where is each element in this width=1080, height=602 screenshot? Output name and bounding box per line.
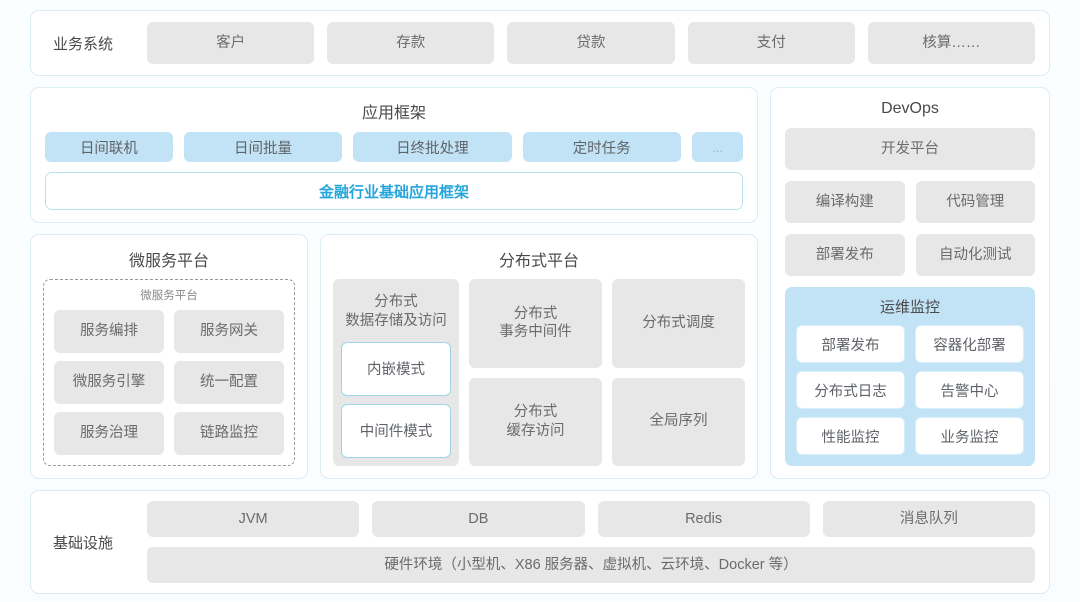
microservice-item-trace-monitor[interactable]: 链路监控	[174, 412, 284, 455]
microservice-item-unified-config[interactable]: 统一配置	[174, 361, 284, 404]
infra-item-db[interactable]: DB	[372, 501, 585, 537]
middle-left-column: 应用框架 日间联机 日间批量 日终批处理 定时任务 ... 金融行业基础应用框架…	[30, 87, 758, 479]
microservice-inner-dashed-box: 微服务平台 服务编排 服务网关 微服务引擎 统一配置 服务治理 链路监控	[43, 279, 295, 466]
microservice-items-grid: 服务编排 服务网关 微服务引擎 统一配置 服务治理 链路监控	[54, 310, 284, 455]
application-framework-panel: 应用框架 日间联机 日间批量 日终批处理 定时任务 ... 金融行业基础应用框架	[30, 87, 758, 223]
appfw-tag-daytime-batch[interactable]: 日间批量	[183, 132, 343, 162]
storage-mode-middleware[interactable]: 中间件模式	[341, 403, 451, 458]
appfw-tag-scheduled-task[interactable]: 定时任务	[522, 132, 681, 162]
microservice-item-gateway[interactable]: 服务网关	[174, 310, 284, 353]
application-framework-tags: 日间联机 日间批量 日终批处理 定时任务 ...	[45, 132, 744, 162]
distributed-data-storage-label: 分布式 数据存储及访问	[341, 279, 451, 342]
distributed-cell-cache-access[interactable]: 分布式 缓存访问	[469, 377, 602, 466]
ops-item-distributed-log[interactable]: 分布式日志	[796, 371, 905, 409]
infra-item-redis[interactable]: Redis	[597, 501, 810, 537]
infrastructure-row: 基础设施 JVM DB Redis 消息队列 硬件环境（小型机、X86 服务器、…	[30, 490, 1050, 594]
devops-title: DevOps	[881, 100, 939, 117]
ops-item-performance-monitor[interactable]: 性能监控	[796, 417, 905, 455]
devops-item-code-management[interactable]: 代码管理	[915, 181, 1035, 223]
devops-item-deploy-release[interactable]: 部署发布	[785, 234, 905, 276]
microservice-platform-panel: 微服务平台 微服务平台 服务编排 服务网关 微服务引擎 统一配置 服务治理 链路…	[30, 234, 308, 479]
devops-pairs-grid: 编译构建 代码管理 部署发布 自动化测试	[785, 181, 1035, 276]
distributed-cell-global-sequence[interactable]: 全局序列	[612, 377, 745, 466]
financial-foundation-framework-bar[interactable]: 金融行业基础应用框架	[45, 172, 743, 210]
devops-panel: DevOps 开发平台 编译构建 代码管理 部署发布 自动化测试 运维监控 部署…	[770, 87, 1050, 479]
business-systems-cells: 客户 存款 贷款 支付 核算……	[147, 22, 1036, 64]
microservice-inner-title: 微服务平台	[140, 290, 198, 302]
devops-item-compile-build[interactable]: 编译构建	[785, 181, 905, 223]
middle-section: 应用框架 日间联机 日间批量 日终批处理 定时任务 ... 金融行业基础应用框架…	[30, 87, 1050, 479]
infrastructure-body: JVM DB Redis 消息队列 硬件环境（小型机、X86 服务器、虚拟机、云…	[147, 501, 1035, 583]
business-card-loan[interactable]: 贷款	[507, 22, 675, 64]
business-card-payment[interactable]: 支付	[687, 22, 855, 64]
distributed-cell-scheduling[interactable]: 分布式调度	[612, 279, 745, 368]
business-card-deposit[interactable]: 存款	[327, 22, 495, 64]
distributed-body: 分布式 数据存储及访问 内嵌模式 中间件模式 分布式 事务中间件	[333, 279, 745, 466]
business-card-accounting[interactable]: 核算……	[867, 22, 1036, 64]
distributed-cell-transaction-middleware-line1: 分布式	[513, 305, 558, 322]
ops-item-containerized-deploy[interactable]: 容器化部署	[915, 325, 1024, 363]
appfw-tag-daytime-online[interactable]: 日间联机	[45, 132, 173, 162]
appfw-tag-eod-batch[interactable]: 日终批处理	[353, 132, 512, 162]
distributed-cell-transaction-middleware[interactable]: 分布式 事务中间件	[469, 279, 602, 368]
business-card-customer[interactable]: 客户	[147, 22, 315, 64]
microservice-item-engine[interactable]: 微服务引擎	[54, 361, 164, 404]
distributed-data-storage-label-line1: 分布式	[374, 294, 418, 310]
business-systems-label: 业务系统	[52, 35, 113, 53]
infrastructure-label: 基础设施	[52, 534, 113, 552]
ops-item-deploy-release[interactable]: 部署发布	[796, 325, 905, 363]
infra-item-message-queue[interactable]: 消息队列	[822, 501, 1035, 537]
distributed-cell-cache-access-line1: 分布式	[513, 404, 558, 421]
devops-item-automated-test[interactable]: 自动化测试	[915, 234, 1035, 276]
storage-mode-embedded[interactable]: 内嵌模式	[341, 341, 451, 396]
distributed-data-storage-group[interactable]: 分布式 数据存储及访问 内嵌模式 中间件模式	[333, 279, 459, 466]
distributed-cell-cache-access-line2: 缓存访问	[506, 422, 565, 439]
distributed-cells-grid: 分布式 事务中间件 分布式调度 分布式 缓存访问	[469, 279, 745, 466]
microservice-item-governance[interactable]: 服务治理	[54, 412, 164, 455]
distributed-platform-title: 分布式平台	[498, 253, 579, 270]
ops-monitoring-group: 运维监控 部署发布 容器化部署 分布式日志 告警中心 性能监控 业务监控	[785, 287, 1035, 466]
devops-dev-platform[interactable]: 开发平台	[785, 128, 1035, 170]
distributed-platform-panel: 分布式平台 分布式 数据存储及访问 内嵌模式 中间件模式	[320, 234, 758, 479]
distributed-data-storage-label-line2: 数据存储及访问	[345, 312, 447, 329]
business-systems-row: 业务系统 客户 存款 贷款 支付 核算……	[30, 10, 1050, 76]
platform-row: 微服务平台 微服务平台 服务编排 服务网关 微服务引擎 统一配置 服务治理 链路…	[30, 234, 758, 479]
ops-monitoring-title: 运维监控	[879, 299, 940, 316]
ops-monitoring-grid: 部署发布 容器化部署 分布式日志 告警中心 性能监控 业务监控	[796, 325, 1024, 455]
infra-item-jvm[interactable]: JVM	[147, 501, 360, 537]
infra-hardware-environment[interactable]: 硬件环境（小型机、X86 服务器、虚拟机、云环境、Docker 等）	[147, 547, 1035, 583]
ops-item-alert-center[interactable]: 告警中心	[915, 371, 1024, 409]
infrastructure-components: JVM DB Redis 消息队列	[147, 501, 1035, 537]
microservice-platform-title: 微服务平台	[128, 253, 209, 270]
application-framework-title: 应用框架	[361, 105, 426, 122]
distributed-cell-transaction-middleware-line2: 事务中间件	[499, 324, 572, 341]
microservice-item-orchestration[interactable]: 服务编排	[54, 310, 164, 353]
appfw-tag-more-ellipsis[interactable]: ...	[691, 132, 744, 162]
ops-item-business-monitor[interactable]: 业务监控	[915, 417, 1024, 455]
